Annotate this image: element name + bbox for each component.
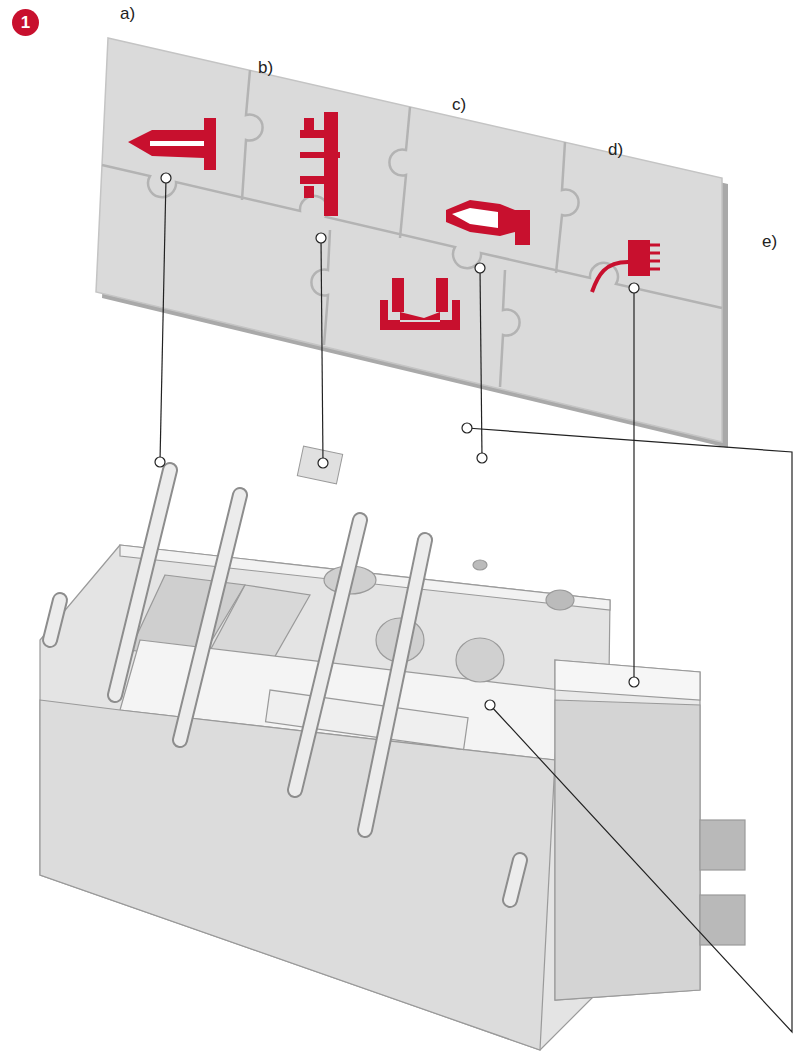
part-label: c) <box>452 95 466 115</box>
part-label: a) <box>120 4 135 24</box>
leader-lines <box>160 178 792 1032</box>
hot-runner-nozzles <box>50 446 520 900</box>
part-label: e) <box>762 232 777 252</box>
leader-dots <box>155 173 639 710</box>
callout-number: 1 <box>21 13 30 33</box>
mold-illustration <box>40 545 745 1050</box>
valve-gate-icon <box>380 278 460 330</box>
manifold-icon <box>324 112 338 216</box>
nozzle-icon <box>128 118 216 170</box>
function-icons <box>128 112 660 330</box>
hot-half-icon <box>446 200 530 245</box>
puzzle-seams <box>102 70 722 387</box>
step-badge: 1 <box>12 9 39 36</box>
part-label: b) <box>258 58 273 78</box>
connector-icon <box>628 240 650 276</box>
part-label: d) <box>608 140 623 160</box>
puzzle-panel <box>96 38 722 442</box>
